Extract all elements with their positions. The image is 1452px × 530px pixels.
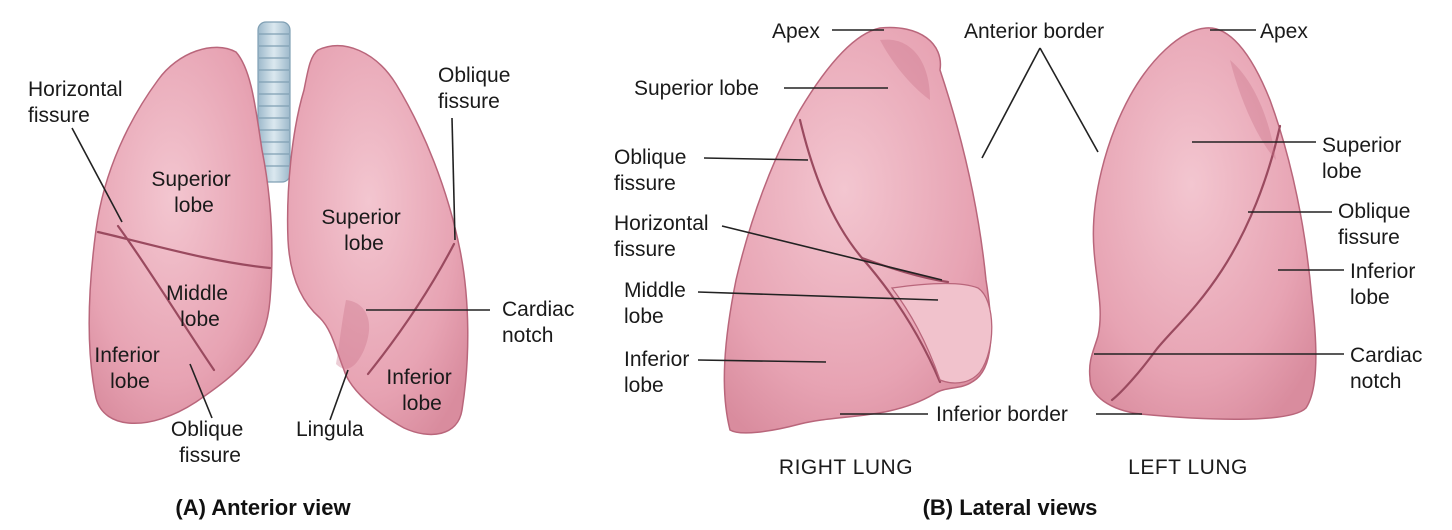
caption-anterior-view: (A) Anterior view: [175, 495, 351, 520]
lateral-views-panel: Apex Anterior border Apex Superior lobe …: [614, 20, 1428, 520]
anterior-right-lung: [88, 46, 273, 424]
label-inferior-lobe-a-left: Inferior lobe: [386, 366, 457, 415]
label-inferior-lobe-a-right: Inferior lobe: [94, 344, 165, 393]
label-superior-lobe-b-left: Superior lobe: [1322, 134, 1407, 183]
label-inferior-lobe-b-right: Inferior lobe: [624, 348, 695, 397]
label-cardiac-notch-b: Cardiac notch: [1350, 344, 1428, 393]
label-middle-lobe-a: Middle lobe: [166, 282, 234, 331]
label-inferior-border: Inferior border: [936, 403, 1068, 426]
label-superior-lobe-a-left: Superior lobe: [321, 206, 406, 255]
label-oblique-fissure-a-top: Oblique fissure: [438, 64, 516, 113]
lateral-right-middle-lobe-highlight: [890, 282, 993, 384]
label-oblique-fissure-b-right: Oblique fissure: [614, 146, 692, 195]
label-inferior-lobe-b-left: Inferior lobe: [1350, 260, 1421, 309]
label-apex-left: Apex: [1260, 20, 1308, 43]
label-middle-lobe-b: Middle lobe: [624, 279, 692, 328]
label-cardiac-notch-a: Cardiac notch: [502, 298, 580, 347]
lateral-left-lung: [1088, 27, 1317, 420]
label-oblique-fissure-b-left: Oblique fissure: [1338, 200, 1416, 249]
label-horizontal-fissure-b: Horizontal fissure: [614, 212, 714, 261]
trachea: [257, 21, 291, 183]
label-superior-lobe-a-right: Superior lobe: [151, 168, 236, 217]
anterior-view-panel: Horizontal fissure Oblique fissure Super…: [28, 21, 580, 520]
caption-lateral-views: (B) Lateral views: [923, 495, 1098, 520]
anterior-left-lung: [286, 45, 469, 436]
label-superior-lobe-b-right: Superior lobe: [634, 77, 759, 100]
label-apex-right: Apex: [772, 20, 820, 43]
label-oblique-fissure-a-bottom: Oblique fissure: [171, 418, 249, 467]
title-right-lung: RIGHT LUNG: [779, 456, 913, 479]
label-horizontal-fissure-a: Horizontal fissure: [28, 78, 128, 127]
title-left-lung: LEFT LUNG: [1128, 456, 1248, 479]
label-lingula: Lingula: [296, 418, 364, 441]
label-anterior-border: Anterior border: [964, 20, 1104, 43]
